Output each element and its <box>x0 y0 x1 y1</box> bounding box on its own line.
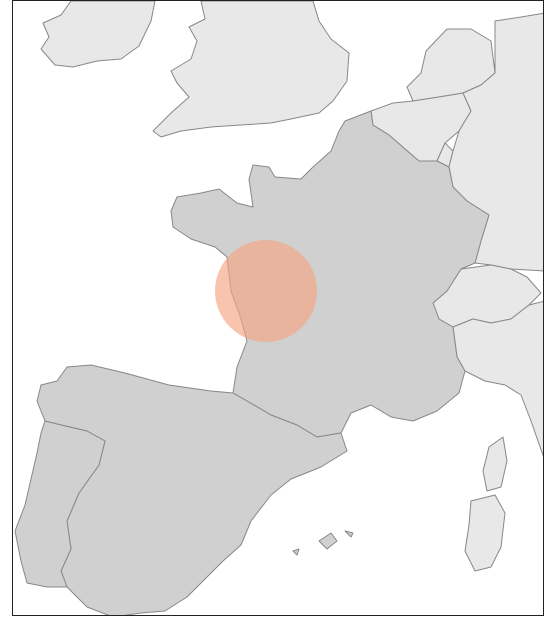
region-italy[interactable] <box>452 300 544 461</box>
region-ireland[interactable] <box>40 1 156 68</box>
region-portugal[interactable] <box>14 420 106 588</box>
region-corsica[interactable] <box>482 436 508 492</box>
region-balearic-islands[interactable] <box>292 530 354 556</box>
region-marker[interactable] <box>215 240 317 342</box>
region-sardinia[interactable] <box>464 494 506 572</box>
region-united-kingdom[interactable] <box>152 1 350 138</box>
map-frame <box>12 0 544 616</box>
map-canvas[interactable] <box>13 1 544 616</box>
